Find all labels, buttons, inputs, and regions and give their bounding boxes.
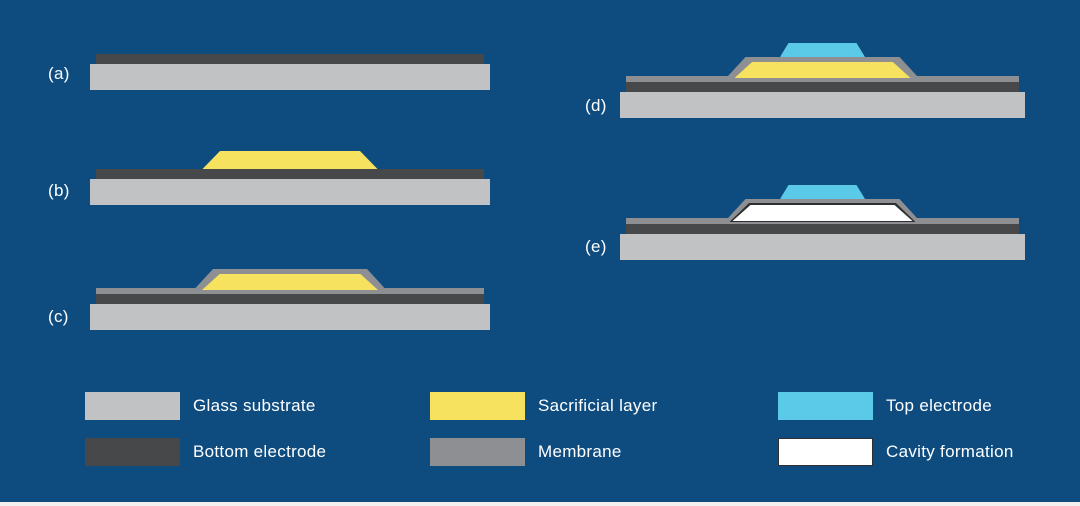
legend-label-bottom-electrode: Bottom electrode [193,442,327,461]
cavity-layer [732,205,913,221]
bottom-electrode-layer [626,82,1019,92]
step-label-c: (c) [48,307,69,326]
legend-label-membrane: Membrane [538,442,622,461]
top-electrode-layer [780,43,865,57]
sacrificial-layer [734,62,911,78]
step-d-diagram [620,32,1025,118]
glass-substrate-layer [620,234,1025,260]
sacrificial-layer [202,274,378,290]
legend-label-cavity-formation: Cavity formation [886,442,1014,461]
step-b-diagram [90,119,490,205]
legend-item-membrane: Membrane [430,438,622,466]
glass-substrate-layer [90,64,490,90]
legend-label-sacrificial-layer: Sacrificial layer [538,396,658,415]
legend-item-bottom-electrode: Bottom electrode [85,438,326,466]
bottom-edge-strip [0,502,1080,506]
bottom-electrode-layer [96,54,484,64]
bottom-electrode-layer [96,294,484,304]
step-label-a: (a) [48,64,70,83]
legend-label-top-electrode: Top electrode [886,396,992,415]
step-label-e: (e) [585,237,607,256]
top-electrode-layer [780,185,865,199]
glass-substrate-layer [90,304,490,330]
glass-substrate-swatch [85,392,180,420]
glass-substrate-layer [90,179,490,205]
legend-item-top-electrode: Top electrode [778,392,992,420]
glass-substrate-layer [620,92,1025,118]
top-electrode-swatch [778,392,873,420]
sacrificial-layer-swatch [430,392,525,420]
membrane-swatch [430,438,525,466]
legend-item-glass-substrate: Glass substrate [85,392,316,420]
step-e-diagram [620,174,1025,260]
bottom-electrode-swatch [85,438,180,466]
sacrificial-layer [202,151,378,169]
step-c-diagram [90,244,490,330]
legend-item-sacrificial-layer: Sacrificial layer [430,392,657,420]
bottom-electrode-layer [96,169,484,179]
step-label-b: (b) [48,181,70,200]
legend-label-glass-substrate: Glass substrate [193,396,316,415]
bottom-electrode-layer [626,224,1019,234]
step-label-d: (d) [585,96,607,115]
cavity-formation-swatch [778,438,873,466]
legend-item-cavity-formation: Cavity formation [778,438,1014,466]
step-a-diagram [90,4,490,90]
